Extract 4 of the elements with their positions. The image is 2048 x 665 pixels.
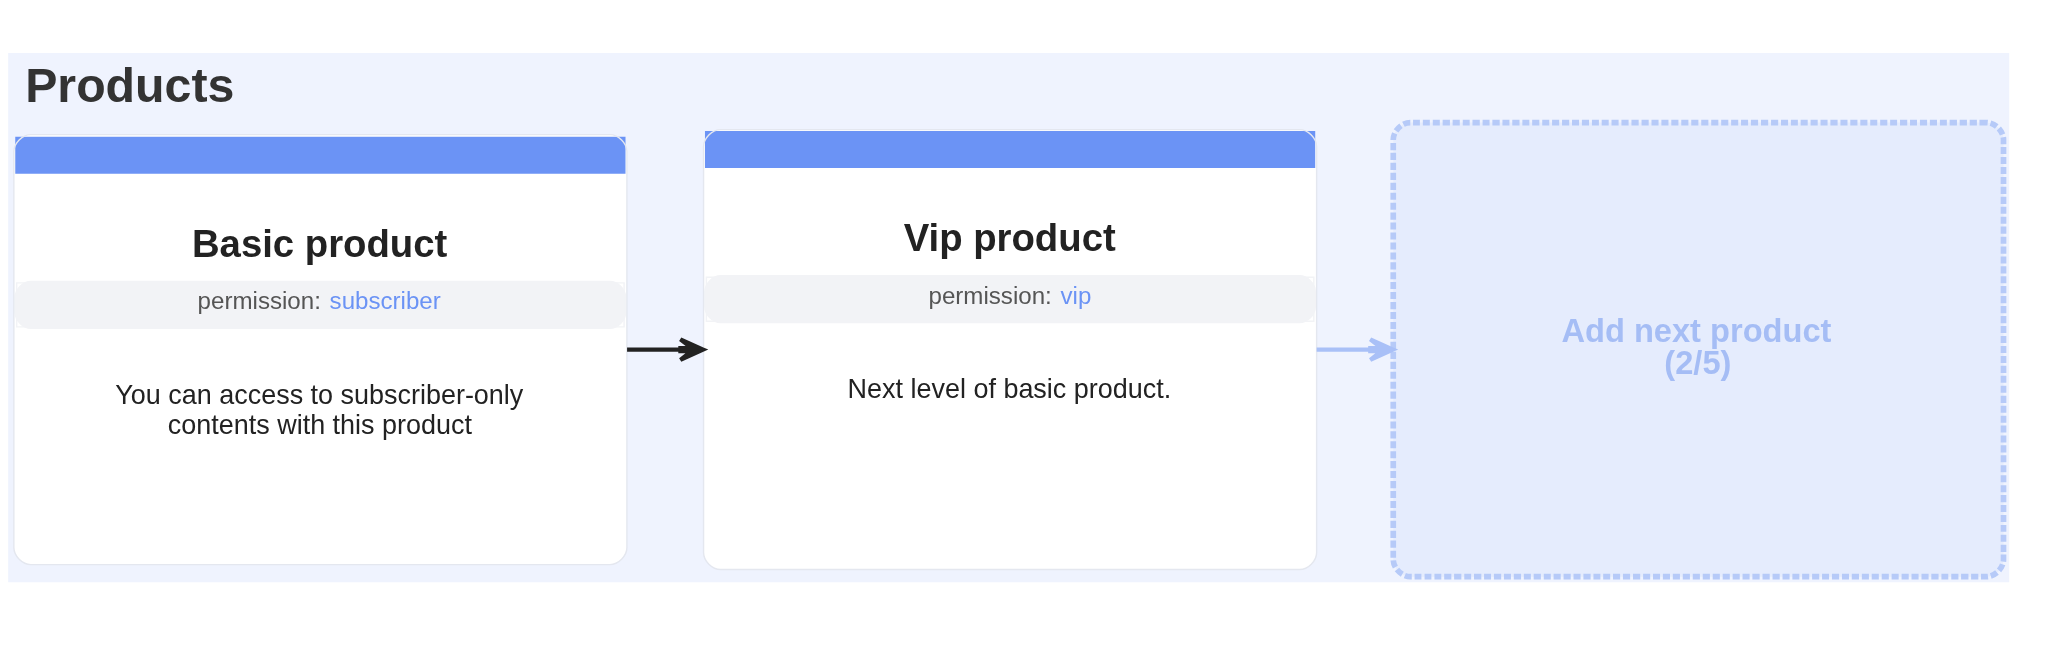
node-box: Add next product (2/5): [1390, 119, 2007, 579]
diagram-title: Products: [25, 57, 235, 112]
arrow: [1316, 336, 1396, 362]
arrow: [627, 336, 706, 362]
